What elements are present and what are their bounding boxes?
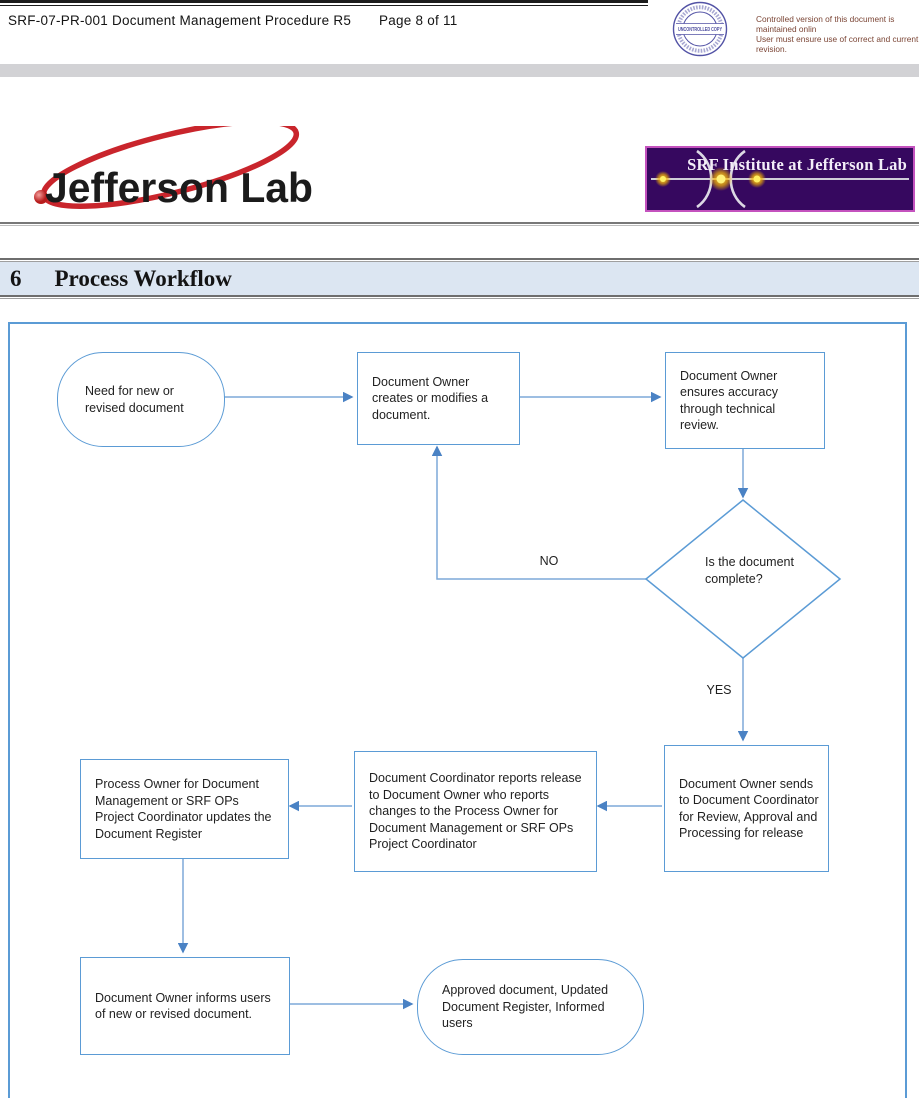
stamp-note: Controlled version of this document is m… <box>756 14 919 54</box>
flow-node-update: Process Owner for Document Management or… <box>80 759 289 859</box>
flow-node-report: Document Coordinator reports release to … <box>354 751 597 872</box>
flow-node-create: Document Owner creates or modifies a doc… <box>357 352 520 445</box>
logo-text: Jefferson Lab <box>45 164 313 211</box>
decision-label-yes: YES <box>706 683 732 697</box>
flow-node-report-text: Document Coordinator reports release to … <box>369 771 582 852</box>
srf-banner-graphic-icon <box>651 149 909 209</box>
flow-node-inform-text: Document Owner informs users of new or r… <box>95 990 271 1022</box>
flow-node-end-text: Approved document, Updated Document Regi… <box>442 983 609 1031</box>
logo-divider <box>0 222 919 226</box>
flow-node-update-text: Process Owner for Document Management or… <box>95 777 272 841</box>
header-top-rule <box>0 0 648 6</box>
header-divider <box>0 64 919 77</box>
flow-node-decision-text: Is the document complete? <box>705 555 794 586</box>
uncontrolled-copy-stamp-icon: UNCONTROLLED COPY <box>672 1 728 57</box>
flow-node-send: Document Owner sends to Document Coordin… <box>664 745 829 872</box>
section-heading-block: 6 Process Workflow <box>0 258 919 299</box>
decision-label-no: NO <box>539 554 559 568</box>
srf-institute-banner: SRF Institute at Jefferson Lab <box>645 146 915 212</box>
flow-node-create-text: Document Owner creates or modifies a doc… <box>372 374 489 422</box>
banner-text: SRF Institute at Jefferson Lab <box>687 155 907 174</box>
flow-node-send-text: Document Owner sends to Document Coordin… <box>679 776 819 841</box>
stamp-label: UNCONTROLLED COPY <box>678 27 722 33</box>
flow-node-start-text: Need for new or revised document <box>85 384 184 415</box>
process-flowchart: Need for new or revised document Documen… <box>8 322 907 1098</box>
flow-node-start: Need for new or revised document <box>57 352 225 447</box>
page-number: Page 8 of 11 <box>379 13 458 28</box>
flow-node-review: Document Owner ensures accuracy through … <box>665 352 825 449</box>
section-heading: 6 Process Workflow <box>0 262 919 295</box>
flow-node-review-text: Document Owner ensures accuracy through … <box>680 368 778 433</box>
flow-node-inform: Document Owner informs users of new or r… <box>80 957 290 1055</box>
stamp-note-line1: Controlled version of this document is m… <box>756 14 895 34</box>
flow-node-end: Approved document, Updated Document Regi… <box>417 959 644 1055</box>
section-number: 6 <box>10 265 22 291</box>
logo-ball-icon <box>34 190 48 204</box>
section-rule-top <box>0 258 919 262</box>
stamp-note-line2: User must ensure use of correct and curr… <box>756 34 919 54</box>
document-header-title: SRF-07-PR-001 Document Management Proced… <box>8 13 352 28</box>
section-title: Process Workflow <box>54 265 232 291</box>
jefferson-lab-logo: Jefferson Lab <box>34 126 313 211</box>
section-rule-bottom <box>0 295 919 299</box>
